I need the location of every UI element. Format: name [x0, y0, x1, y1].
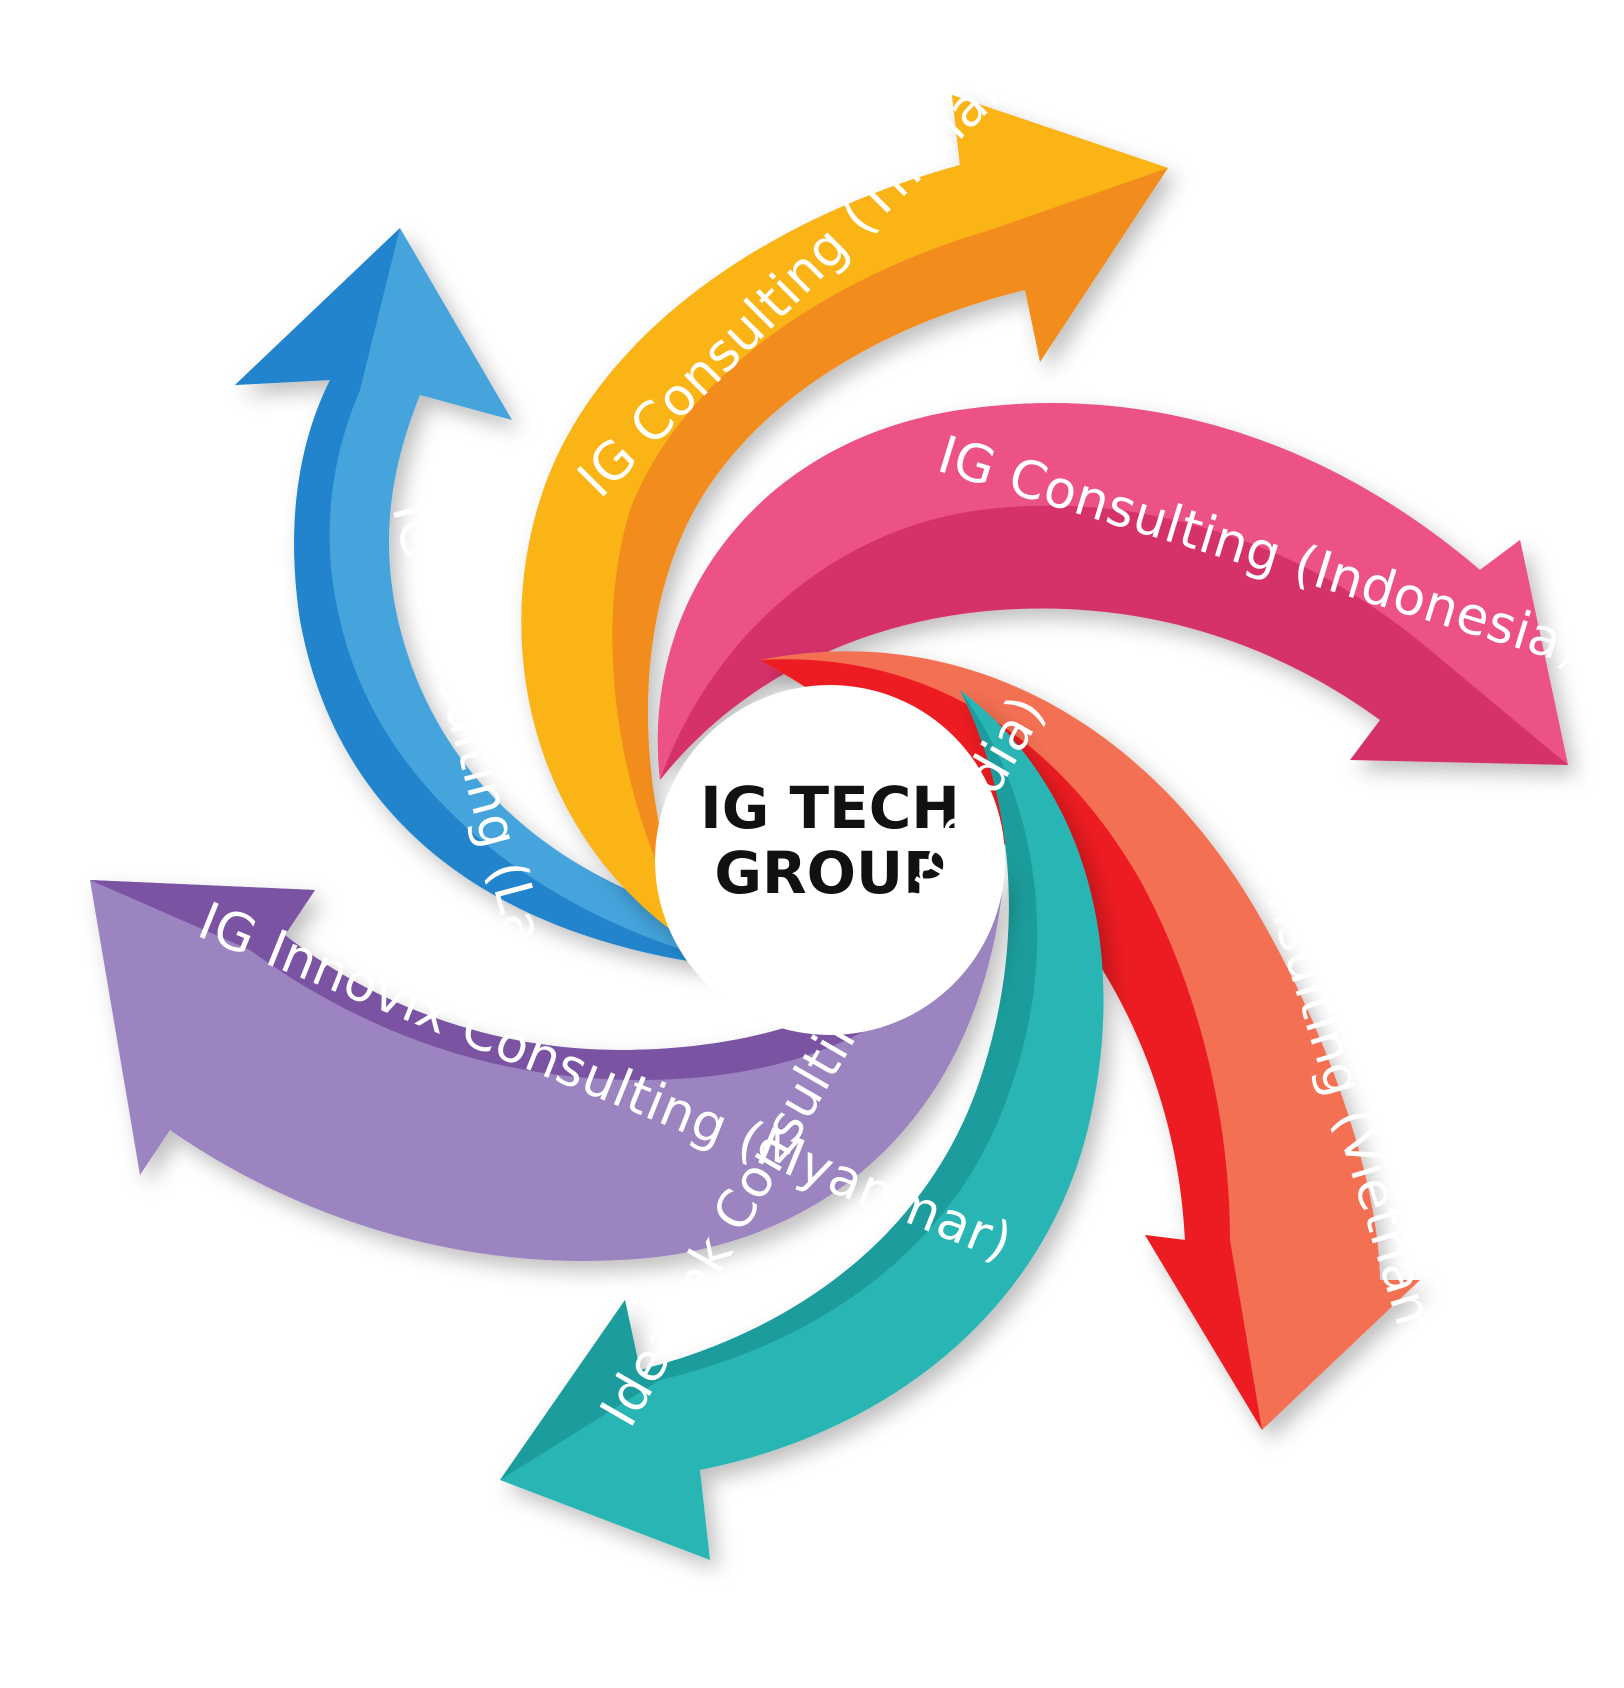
center-hub: IG TECH GROUP [655, 685, 1005, 1035]
arrow-lao-body-outer [235, 228, 760, 970]
arrow-myanmar [90, 860, 1005, 1261]
arrow-lao [235, 228, 760, 970]
center-title-line2: GROUP [714, 839, 945, 907]
arrow-cambodia [500, 690, 1104, 1560]
arrow-cambodia-body-inner [500, 690, 1038, 1480]
arrow-indonesia-body-inner [657, 403, 1568, 780]
arrow-thailand [521, 95, 1168, 950]
arrow-indonesia [657, 403, 1568, 780]
arrow-vietnam-body-outer [760, 651, 1420, 1430]
center-circle [655, 685, 1005, 1035]
arrow-thailand-body-inner [521, 95, 1168, 950]
center-title-line1: IG TECH [700, 774, 960, 842]
arrow-cambodia-body-outer [500, 690, 1104, 1560]
